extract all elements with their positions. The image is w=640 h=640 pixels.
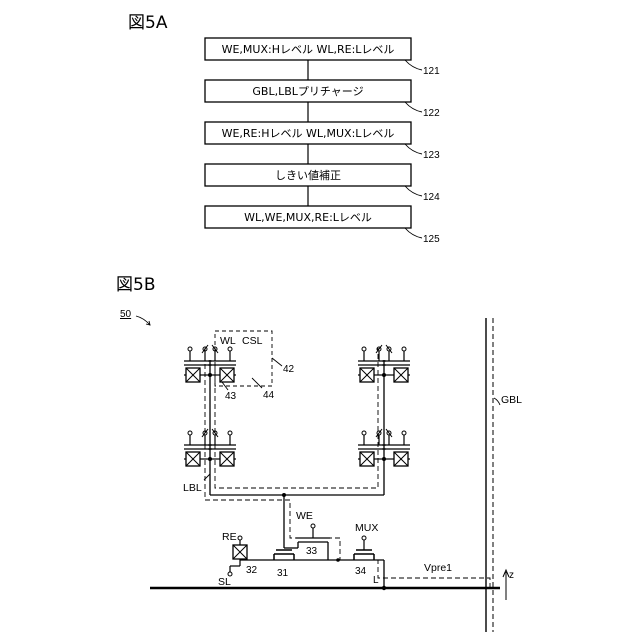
csl-label: CSL — [242, 335, 263, 347]
lbl-label: LBL — [183, 482, 202, 494]
step-text-2: GBL,LBLプリチャージ — [252, 85, 363, 98]
vpre1-label: Vpre1 — [424, 562, 452, 574]
l-label: L — [373, 575, 379, 586]
t33-ref: 33 — [306, 546, 318, 557]
step-text-1: WE,MUX:Hレベル WL,RE:Lレベル — [222, 43, 395, 56]
sl-label: SL — [218, 576, 231, 588]
step-ref-4: 124 — [423, 192, 440, 203]
we-label: WE — [296, 510, 313, 522]
re-label: RE — [222, 531, 237, 543]
step-ref-2: 122 — [423, 108, 440, 119]
step-ref-5: 125 — [423, 234, 440, 245]
circuit-diagram: 50 GBL z WL CSL — [120, 309, 522, 632]
figure-5a-title: 図5A — [128, 13, 168, 33]
gbl-label: GBL — [501, 394, 522, 406]
step-text-4: しきい値補正 — [275, 169, 341, 182]
step-text-3: WE,RE:Hレベル WL,MUX:Lレベル — [222, 127, 395, 140]
cell-ref-a: 43 — [225, 391, 237, 402]
z-label: z — [509, 570, 514, 581]
step-text-5: WL,WE,MUX,RE:Lレベル — [244, 211, 372, 224]
t34-ref: 34 — [355, 566, 367, 577]
mux-label: MUX — [355, 522, 378, 534]
figure-5b-title: 図5B — [116, 275, 155, 295]
flowchart: WE,MUX:Hレベル WL,RE:Lレベル GBL,LBLプリチャージ WE,… — [205, 38, 440, 245]
t32-ref: 32 — [246, 565, 258, 576]
t31-ref: 31 — [277, 568, 289, 579]
region-ref: 42 — [283, 364, 295, 375]
wl-label: WL — [220, 335, 236, 347]
step-ref-3: 123 — [423, 150, 440, 161]
step-ref-1: 121 — [423, 66, 440, 77]
circuit-ref: 50 — [120, 309, 132, 320]
cell-ref-b: 44 — [263, 390, 275, 401]
